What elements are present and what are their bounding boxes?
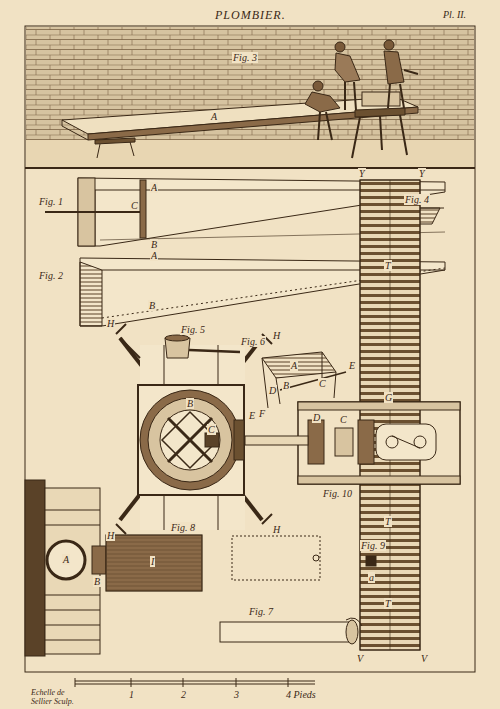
figure-label: Fig. 8 <box>170 522 196 533</box>
part-letter: a <box>368 572 375 583</box>
part-letter: B <box>282 380 290 391</box>
part-letter: B <box>186 398 194 409</box>
part-letter: B <box>148 300 156 311</box>
figure-label: Fig. 1 <box>38 196 64 207</box>
plate-title: PLOMBIER. <box>215 8 286 23</box>
scale-number: 2 <box>180 689 187 700</box>
part-letter: E <box>348 360 356 371</box>
part-letter: V <box>420 653 428 664</box>
part-letter: G <box>384 392 393 403</box>
part-letter: Y <box>418 168 426 179</box>
plate-number: Pl. II. <box>442 9 467 20</box>
part-letter: A <box>150 182 158 193</box>
part-letter: H <box>272 524 281 535</box>
part-letter: T <box>384 516 392 527</box>
scale-unit: 4 Pieds <box>285 689 317 700</box>
part-letter: B <box>93 576 101 587</box>
scale-number: 3 <box>233 689 240 700</box>
part-letter: H <box>106 530 115 541</box>
part-letter: T <box>384 260 392 271</box>
scale-label: Echelle de <box>30 688 66 697</box>
figure-label: Fig. 5 <box>180 324 206 335</box>
part-letter: E <box>248 410 256 421</box>
part-letter: C <box>339 414 348 425</box>
part-letter: Y <box>358 168 366 179</box>
figure-label: Fig. 7 <box>248 606 274 617</box>
engraver-signature: Sellier Sculp. <box>30 697 75 706</box>
part-letter: H <box>106 318 115 329</box>
part-letter: V <box>356 653 364 664</box>
part-letter: D <box>268 385 277 396</box>
part-letter: I <box>150 556 155 567</box>
scale-number: 1 <box>128 689 135 700</box>
part-letter: A <box>62 554 70 565</box>
part-letter: F <box>258 408 266 419</box>
part-letter: H <box>272 330 281 341</box>
figure-label: Fig. 6 <box>240 336 266 347</box>
part-letter: T <box>384 598 392 609</box>
figure-label: Fig. 3 <box>232 52 258 63</box>
part-letter: B <box>150 239 158 250</box>
part-letter: A <box>290 360 298 371</box>
part-letter: A <box>150 250 158 261</box>
figure-label: Fig. 4 <box>404 194 430 205</box>
part-letter: D <box>312 412 321 423</box>
part-letter: C <box>207 424 216 435</box>
figure-label: Fig. 2 <box>38 270 64 281</box>
part-letter: C <box>130 200 139 211</box>
figure-label: Fig. 10 <box>322 488 353 499</box>
figure-label: Fig. 9 <box>360 540 386 551</box>
part-letter: A <box>210 111 218 122</box>
part-letter: C <box>318 378 327 389</box>
